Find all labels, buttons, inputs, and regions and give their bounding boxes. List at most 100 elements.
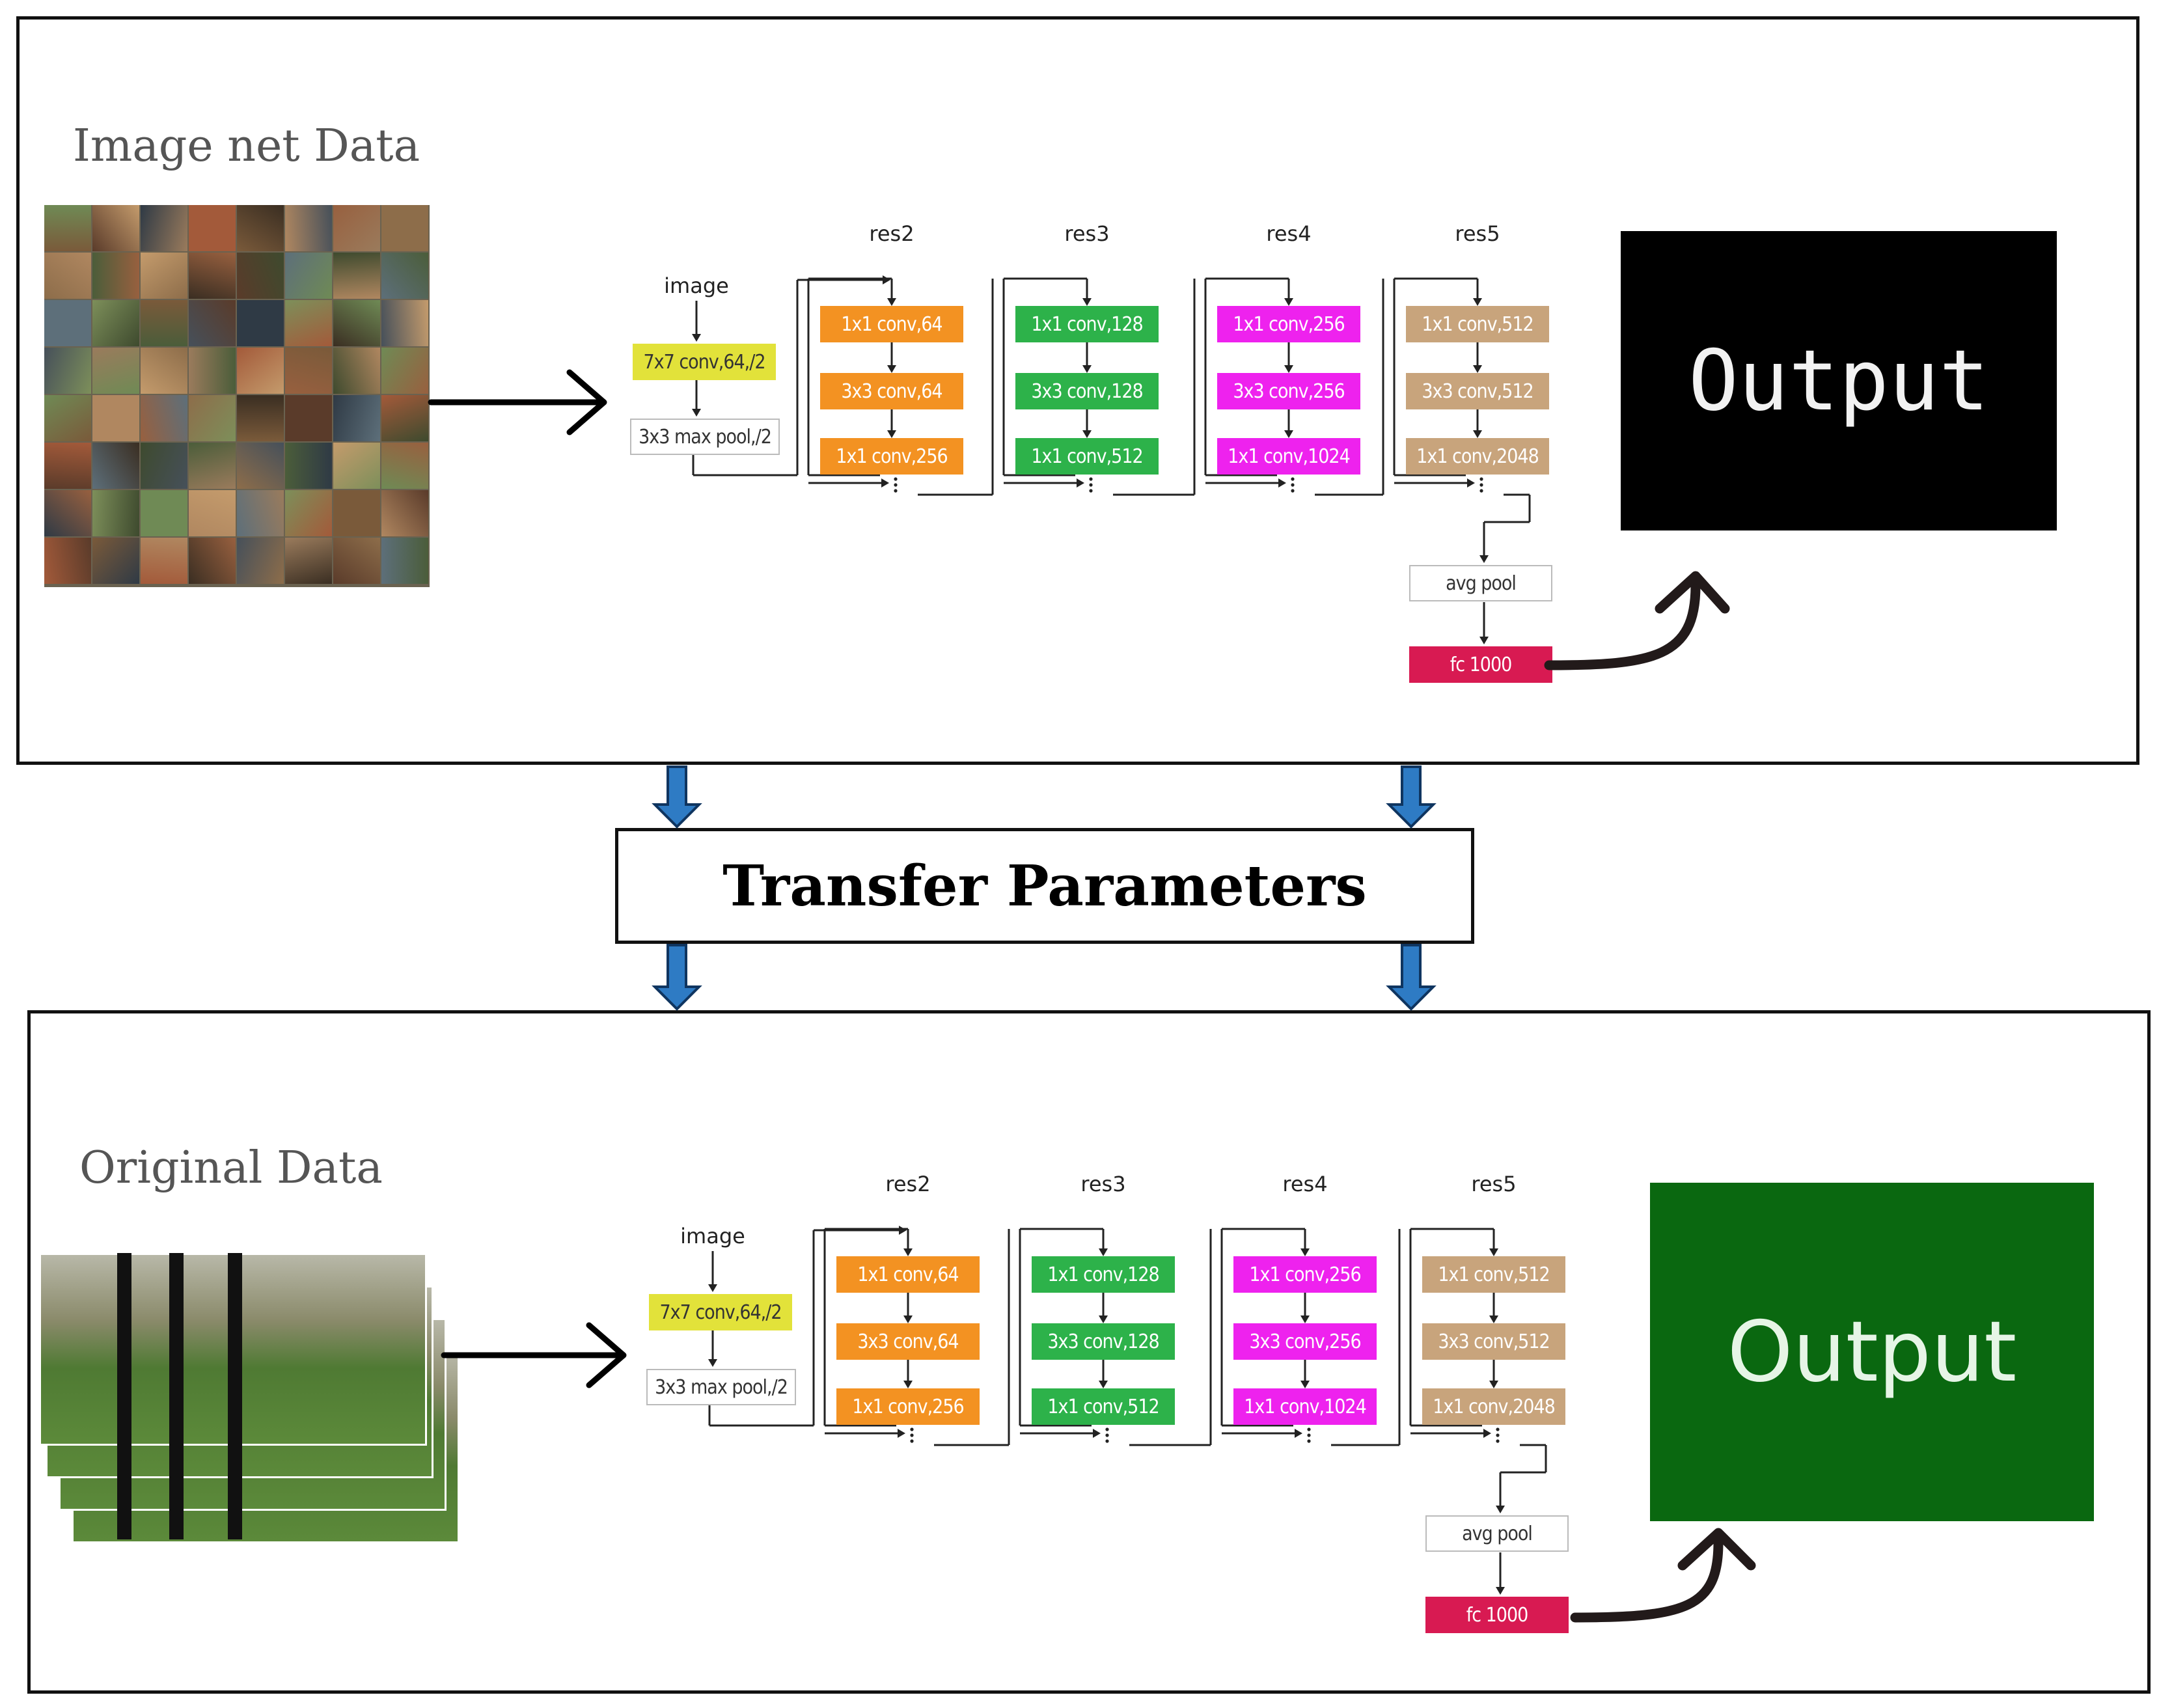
thumbnail (237, 443, 284, 489)
thumbnail (44, 538, 91, 584)
bottom-res4-layer-3: 1x1 conv,1024 (1233, 1388, 1377, 1425)
top-res2-layer-2: 3x3 conv,64 (820, 373, 963, 409)
thumbnail (381, 490, 428, 536)
blue-arrow-left-upper (652, 765, 702, 829)
top-res5-layer-3: 1x1 conv,2048 (1406, 438, 1549, 475)
thumbnail (189, 348, 236, 394)
bottom-res5-layer-3: 1x1 conv,2048 (1422, 1388, 1565, 1425)
top-image-label: image (664, 273, 729, 298)
bottom-res5-layer-2: 3x3 conv,512 (1422, 1323, 1565, 1360)
top-res4-label: res4 (1266, 221, 1312, 246)
top-res4-layer-2: 3x3 conv,256 (1217, 373, 1360, 409)
top-res3-label: res3 (1064, 221, 1110, 246)
input-arrow-bottom (441, 1322, 627, 1388)
thumbnail (381, 443, 428, 489)
thumbnail (285, 348, 332, 394)
thumbnail (44, 490, 91, 536)
top-res2-layer-3: 1x1 conv,256 (820, 438, 963, 475)
top-res2-layer-1: 1x1 conv,64 (820, 306, 963, 342)
thumbnail (141, 253, 187, 299)
thumbnail (285, 443, 332, 489)
top-res5-label: res5 (1455, 221, 1500, 246)
transfer-parameters-box: Transfer Parameters (615, 828, 1474, 944)
bottom-res5-layer-1: 1x1 conv,512 (1422, 1256, 1565, 1293)
thumbnail (381, 253, 428, 299)
bottom-res2-layer-3: 1x1 conv,256 (836, 1388, 980, 1425)
bottom-res3-label: res3 (1080, 1172, 1126, 1196)
thumbnail (333, 253, 380, 299)
thumbnail (141, 443, 187, 489)
thumbnail (189, 253, 236, 299)
thumbnail (44, 395, 91, 441)
bottom-connectors (708, 1226, 1547, 1595)
thumbnail (189, 300, 236, 346)
thumbnail (92, 395, 139, 441)
top-res3-layer-3: 1x1 conv,512 (1015, 438, 1159, 475)
thumbnail (141, 538, 187, 584)
bottom-res2-layer-1: 1x1 conv,64 (836, 1256, 980, 1293)
top-connectors (692, 275, 1531, 644)
bottom-stem-conv: 7x7 conv,64,/2 (649, 1294, 792, 1330)
bottom-res2-label: res2 (885, 1172, 931, 1196)
thumbnail (333, 490, 380, 536)
thumbnail (333, 538, 380, 584)
thumbnail (237, 205, 284, 251)
thumbnail (333, 395, 380, 441)
thumbnail (237, 490, 284, 536)
thumbnail (237, 538, 284, 584)
frame-divider (169, 1253, 184, 1539)
bottom-res4-layer-2: 3x3 conv,256 (1233, 1323, 1377, 1360)
blue-arrow-right-lower (1386, 944, 1437, 1011)
thumbnail (44, 300, 91, 346)
bottom-image-label: image (680, 1224, 745, 1248)
bottom-res4-layer-1: 1x1 conv,256 (1233, 1256, 1377, 1293)
thumbnail (333, 443, 380, 489)
bottom-avg-pool: avg pool (1425, 1515, 1569, 1552)
top-res4-layer-1: 1x1 conv,256 (1217, 306, 1360, 342)
thumbnail (92, 490, 139, 536)
output-label-top: Output (1688, 332, 1990, 430)
transfer-parameters-label: Transfer Parameters (722, 853, 1367, 919)
top-res3-layer-1: 1x1 conv,128 (1015, 306, 1159, 342)
thumbnail (381, 300, 428, 346)
original-data-heading: Original Data (79, 1142, 383, 1194)
thumbnail (285, 490, 332, 536)
thumbnail (44, 253, 91, 299)
thumbnail (141, 205, 187, 251)
thumbnail (141, 348, 187, 394)
top-stem-pool: 3x3 max pool,/2 (630, 419, 780, 455)
top-res5-layer-1: 1x1 conv,512 (1406, 306, 1549, 342)
top-res3-layer-2: 3x3 conv,128 (1015, 373, 1159, 409)
blue-arrow-right-upper (1386, 765, 1437, 829)
thumbnail (285, 205, 332, 251)
thumbnail (381, 538, 428, 584)
thumbnail (141, 300, 187, 346)
output-arrow-bottom (1570, 1528, 1756, 1623)
thumbnail (333, 205, 380, 251)
thumbnail (44, 348, 91, 394)
thumbnail (285, 538, 332, 584)
thumbnail (237, 348, 284, 394)
thumbnail (285, 253, 332, 299)
bottom-fc: fc 1000 (1425, 1597, 1569, 1633)
thumbnail (381, 205, 428, 251)
bottom-res3-layer-2: 3x3 conv,128 (1032, 1323, 1175, 1360)
thumbnail (92, 538, 139, 584)
top-fc: fc 1000 (1409, 646, 1552, 683)
input-arrow-top (428, 369, 607, 435)
output-arrow-top (1544, 571, 1730, 670)
thumbnail (381, 395, 428, 441)
thumbnail (141, 490, 187, 536)
frame-divider (117, 1253, 131, 1539)
thumbnail (189, 443, 236, 489)
output-box-top: Output (1621, 231, 2057, 530)
thumbnail (92, 253, 139, 299)
bottom-res3-layer-3: 1x1 conv,512 (1032, 1388, 1175, 1425)
blue-arrow-left-lower (652, 944, 702, 1011)
bottom-res3-layer-1: 1x1 conv,128 (1032, 1256, 1175, 1293)
top-avg-pool: avg pool (1409, 565, 1552, 601)
top-stem-conv: 7x7 conv,64,/2 (633, 344, 776, 380)
